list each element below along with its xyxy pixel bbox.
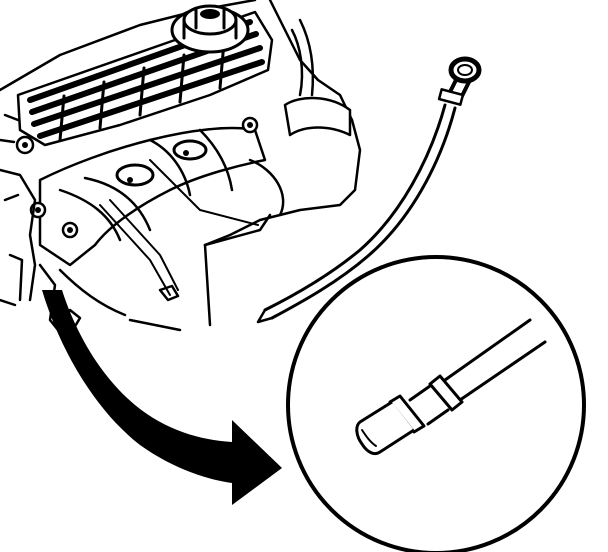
intake-manifold	[38, 126, 267, 267]
dipstick-tip-detail	[355, 318, 547, 456]
oil-filler-cap	[170, 4, 250, 54]
detail-magnifier-circle	[286, 255, 586, 552]
dipstick-ring-handle	[437, 56, 482, 106]
engine-hoses	[203, 18, 352, 247]
curved-pointer-arrow	[42, 290, 282, 505]
engine-bolts	[15, 116, 259, 239]
engine-block	[0, 0, 362, 337]
dipstick	[256, 56, 482, 324]
